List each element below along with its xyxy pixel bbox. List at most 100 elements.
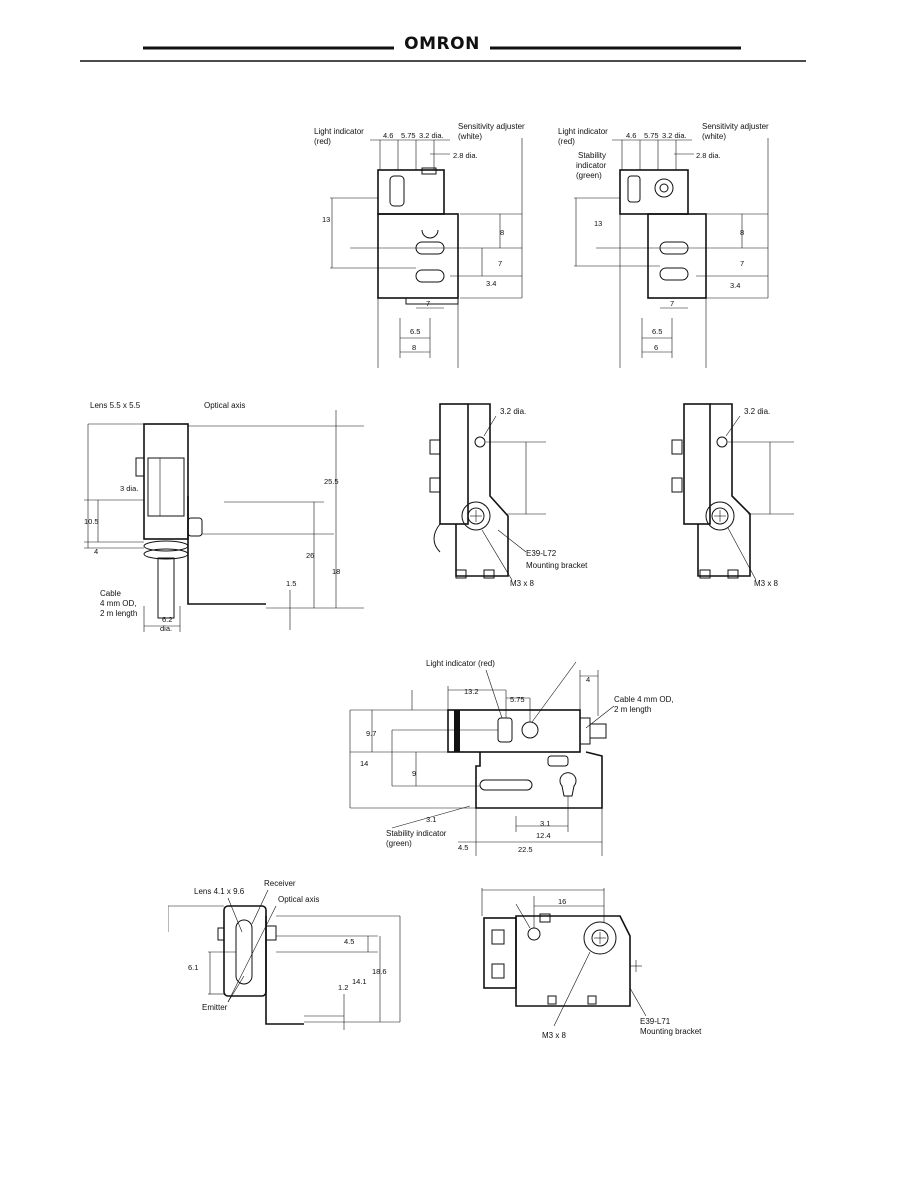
label-light-indicator-red: Light indicator (red) <box>426 659 495 668</box>
label-bracket-model: E39-L71 <box>640 1017 671 1026</box>
dim-8: 8 <box>740 228 744 237</box>
dim-6-5: 6.5 <box>410 327 420 336</box>
label-cable-od: Cable 4 mm OD, <box>614 695 674 704</box>
dim-3-2-dia: 3.2 dia. <box>500 407 526 416</box>
slot-lower <box>415 269 445 283</box>
page-header: OMRON <box>0 0 918 70</box>
label-lens: Lens 5.5 x 5.5 <box>90 401 141 410</box>
dim-5-75: 5.75 <box>401 131 416 140</box>
indicator-a <box>429 439 441 455</box>
label-screw: M3 x 8 <box>542 1031 567 1040</box>
drawing-front-view-2: Light indicator (red) Stability indicato… <box>556 118 786 373</box>
drawing-small-bracket-view: 16 M3 x 8 E39-L71 Mounting bracket <box>470 876 720 1046</box>
foot-tab-1 <box>547 995 557 1005</box>
light-indicator-window <box>389 175 405 207</box>
dim-4-6: 4.6 <box>383 131 393 140</box>
dim-dia: dia. <box>160 624 172 633</box>
dim-5-75: 5.75 <box>510 695 525 704</box>
top-tab <box>539 913 551 923</box>
bracket-outline <box>455 403 509 577</box>
label-sensitivity-adjuster-color: (white) <box>458 132 482 141</box>
sensor-body <box>223 905 267 997</box>
dim-13: 13 <box>322 215 330 224</box>
dim-18-6: 18.6 <box>372 967 387 976</box>
foot-tab-1 <box>455 569 467 579</box>
sensor-body <box>447 709 581 753</box>
label-cable-length: 2 m length <box>614 705 651 714</box>
dim-7-width: 7 <box>670 299 674 308</box>
label-stability-indicator: Stability indicator <box>386 829 447 838</box>
sensitivity-adjuster-dial <box>654 178 674 198</box>
dim-13-2: 13.2 <box>464 687 479 696</box>
dim-14: 14 <box>360 759 368 768</box>
mounting-hole <box>716 436 728 448</box>
omron-logo: OMRON <box>404 34 480 54</box>
label-stability: Stability <box>578 151 606 160</box>
label-mounting-bracket: Mounting bracket <box>526 561 588 570</box>
screw-ring <box>705 501 735 531</box>
indicator-b <box>429 477 441 493</box>
dim-3-2-dia: 3.2 dia. <box>419 131 444 140</box>
keyhole <box>559 772 577 797</box>
dim-9: 9 <box>412 769 416 778</box>
indicator-b <box>491 963 505 979</box>
label-stability-color: (green) <box>576 171 602 180</box>
foot-tab-1 <box>699 569 711 579</box>
dim-22-5: 22.5 <box>518 845 533 854</box>
adjuster-top <box>421 167 437 175</box>
mounting-hole <box>527 927 541 941</box>
cable-curve <box>433 523 441 553</box>
cable-exit <box>589 723 607 739</box>
body-dark-band <box>454 710 460 752</box>
screw-ring <box>583 921 617 955</box>
drawing-bracket-view-2: 3.2 dia. M3 x 8 <box>664 396 804 606</box>
dim-6-2: 6.2 <box>162 615 172 624</box>
slot-lower <box>659 267 689 281</box>
label-cable-od: 4 mm OD, <box>100 599 136 608</box>
dim-4-5: 4.5 <box>344 937 354 946</box>
dim-6: 6 <box>654 343 658 352</box>
bracket-foot <box>265 1016 304 1025</box>
indicator-a <box>491 929 505 945</box>
label-mounting-bracket: Mounting bracket <box>640 1027 702 1036</box>
label-lens: Lens 4.1 x 9.6 <box>194 887 245 896</box>
screw-head <box>265 925 277 941</box>
header-rules <box>80 46 806 62</box>
bracket-slot <box>479 779 533 791</box>
screw-head <box>467 507 485 525</box>
screw-head <box>187 517 203 537</box>
foot-tab-2 <box>727 569 739 579</box>
bracket-notch <box>421 229 439 239</box>
label-light-indicator-color: (red) <box>558 137 575 146</box>
screw-head <box>591 929 609 947</box>
indicator-b <box>671 477 683 493</box>
label-optical-axis: Optical axis <box>278 895 319 904</box>
label-cable-length: 2 m length <box>100 609 137 618</box>
dim-7-width: 7 <box>426 299 430 308</box>
label-sensitivity-adjuster: Sensitivity adjuster <box>458 122 525 131</box>
drawing-top-view: Light indicator (red) 13.2 5.75 4 Cable … <box>336 656 696 866</box>
mounting-bracket <box>647 213 707 299</box>
dim-7: 7 <box>498 259 502 268</box>
drawing-front-view-1: Light indicator (red) Sensitivity adjust… <box>310 118 540 373</box>
dim-25-5: 25.5 <box>324 477 339 486</box>
label-light-indicator: Light indicator <box>314 127 364 136</box>
foot-tab-2 <box>587 995 597 1005</box>
dim-4: 4 <box>586 675 590 684</box>
label-screw: M3 x 8 <box>754 579 779 588</box>
dim-13: 13 <box>594 219 602 228</box>
mounting-hole <box>474 436 486 448</box>
sensor-body <box>683 403 711 525</box>
dim-14-1: 14.1 <box>352 977 367 986</box>
sensor-body <box>439 403 469 525</box>
dim-10-5: 10.5 <box>84 517 99 526</box>
dim-1-2: 1.2 <box>338 983 348 992</box>
label-sensitivity-adjuster: Sensitivity adjuster <box>702 122 769 131</box>
dim-6-1: 6.1 <box>188 963 198 972</box>
screw-head <box>711 507 729 525</box>
dim-8-width: 8 <box>412 343 416 352</box>
dim-2-8-dia: 2.8 dia. <box>453 151 478 160</box>
cable-gland <box>579 717 591 745</box>
dim-3-4: 3.4 <box>486 279 496 288</box>
dim-5-75: 5.75 <box>644 131 659 140</box>
